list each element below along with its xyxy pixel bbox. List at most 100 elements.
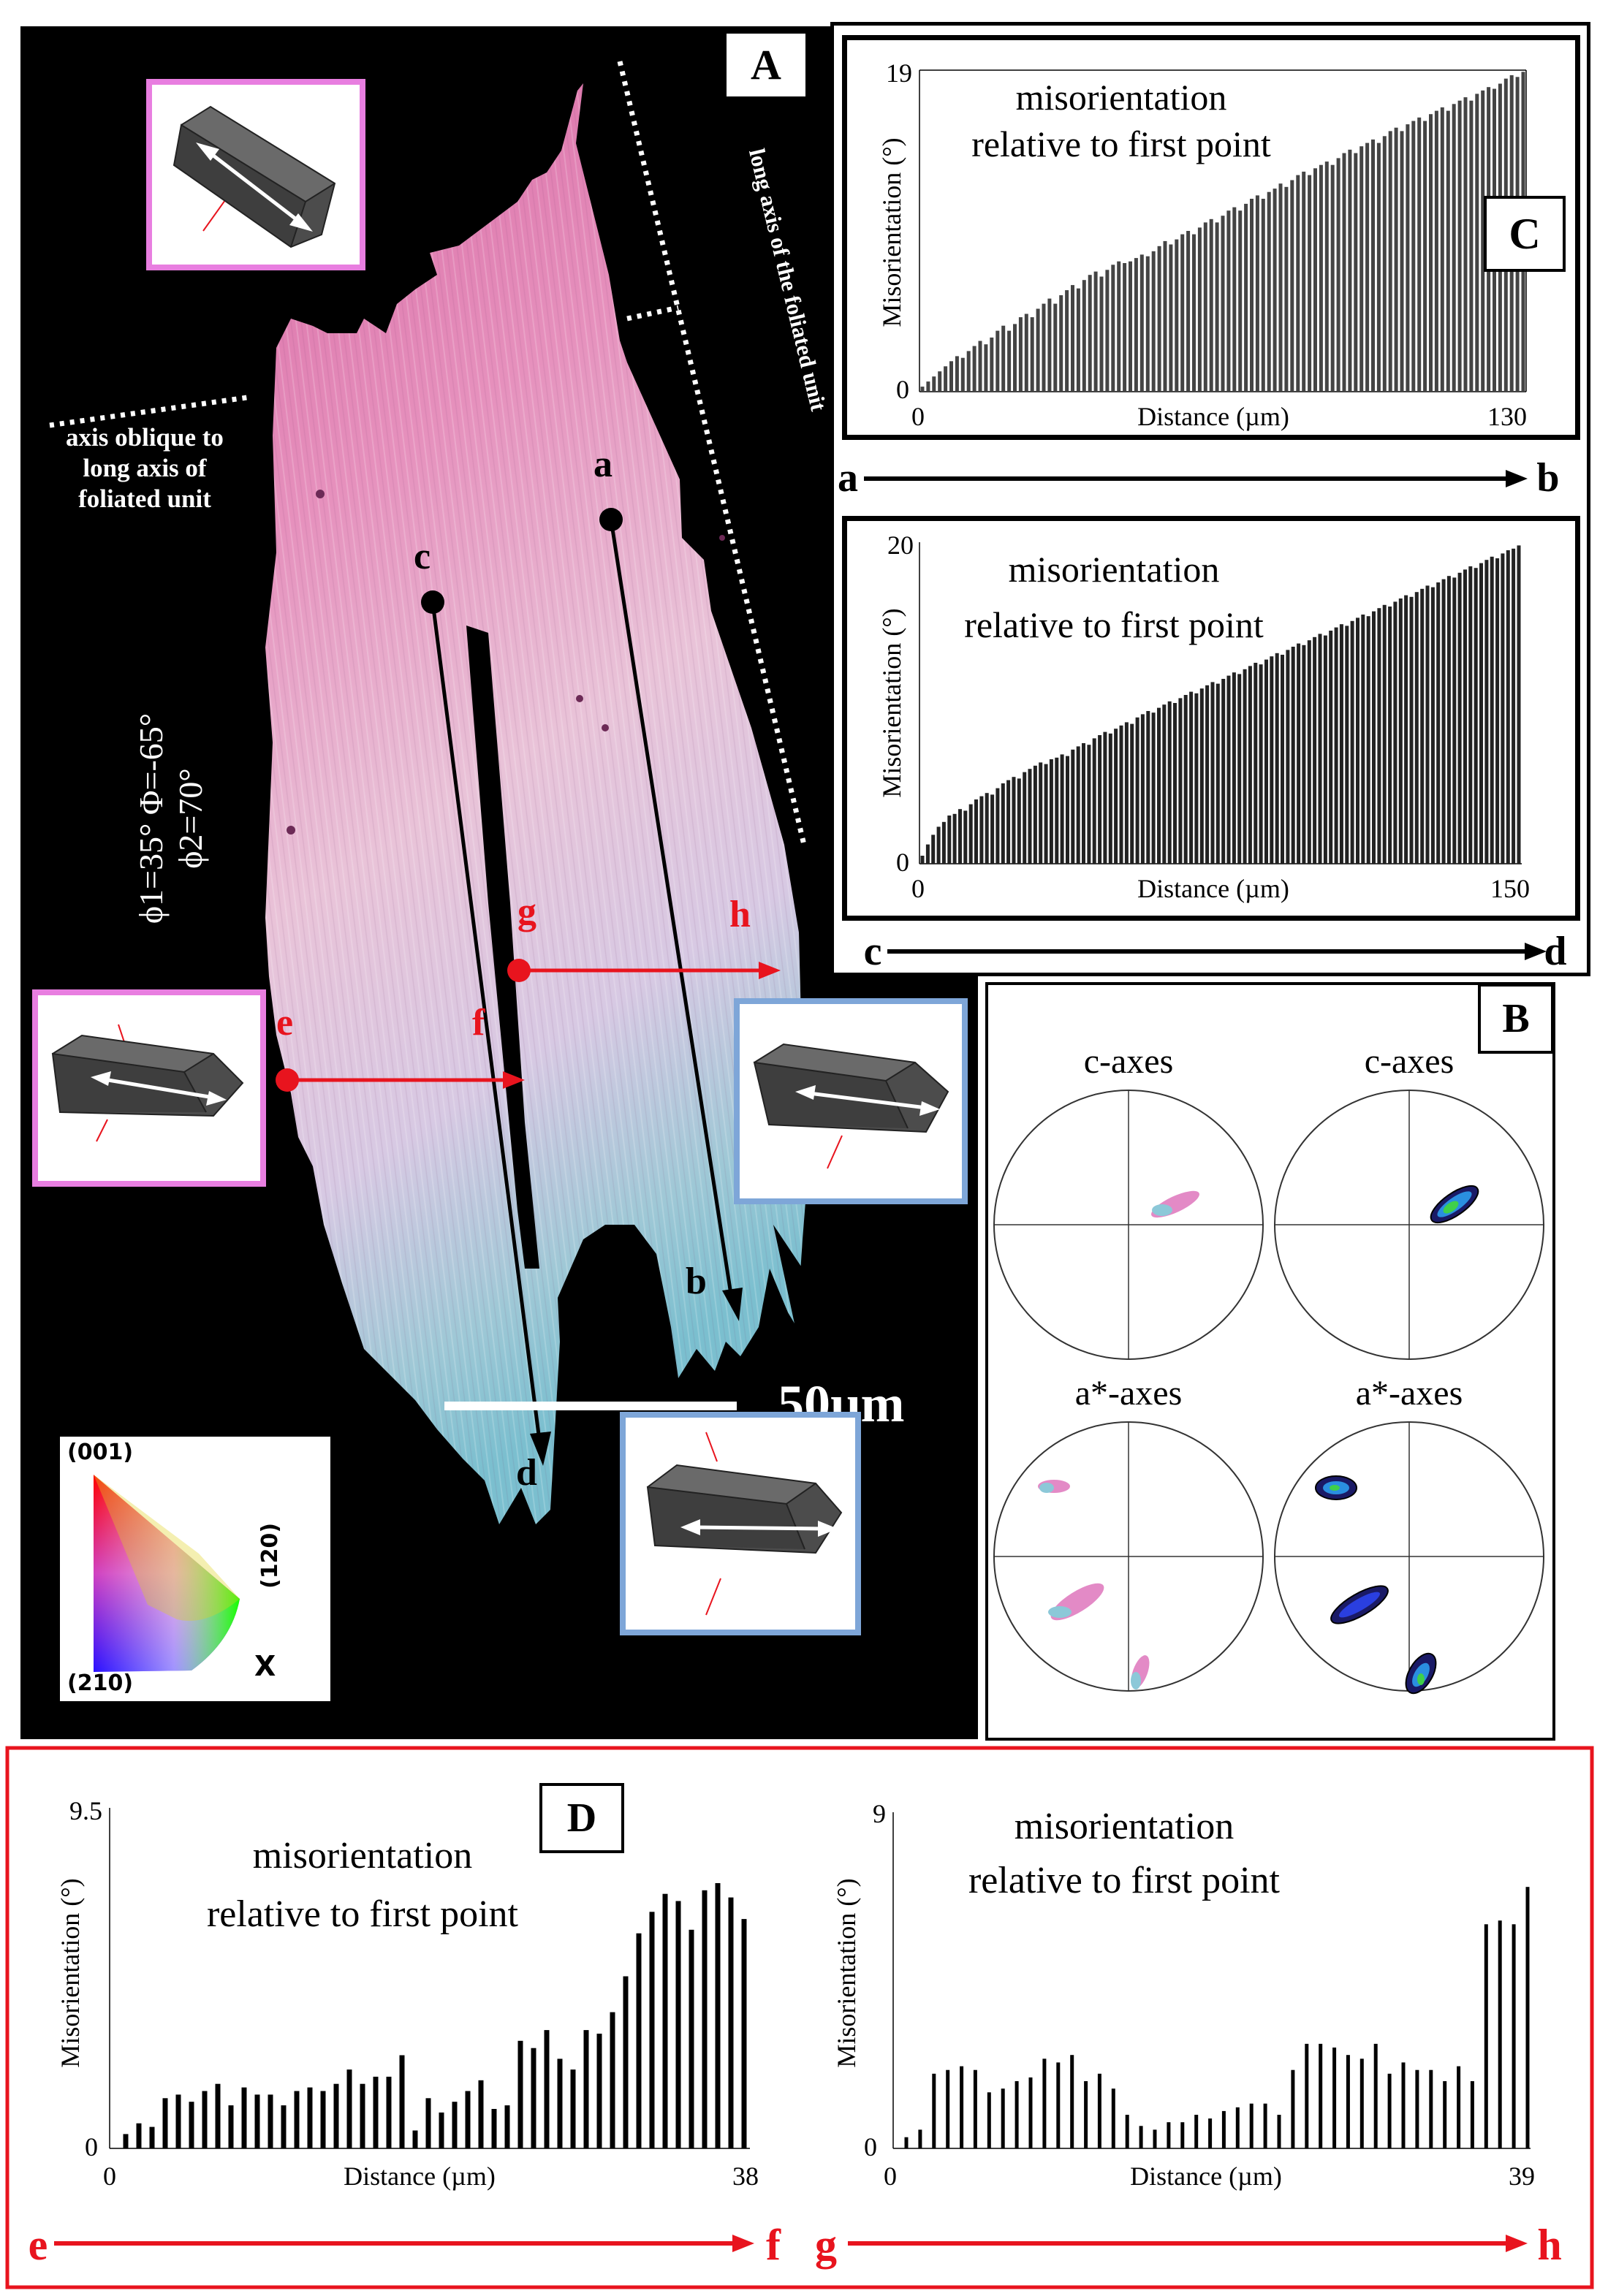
chart-ab-bar [1129,261,1132,392]
chart-cd-bar [1103,731,1107,864]
chart-cd-bar [952,813,957,864]
chart-gh-bar [1484,1924,1488,2148]
point-label-b: b [686,1261,707,1302]
chart-ab-bar [1308,175,1312,392]
chart-cd-bar [1270,656,1274,864]
chart-ef-bar [675,1901,681,2148]
chart-cd-bar [1140,714,1145,864]
arrow-ef-to: f [766,2221,781,2269]
oblique-axis-annotation: axis oblique to long axis of foliated un… [35,422,254,514]
arrow-cd-from: c [864,929,882,974]
chart-cd-bar [1307,640,1311,864]
chart-ab-bar [1359,146,1364,392]
chart-ab-bar [1180,234,1185,392]
chart-cd-bar [1302,645,1306,864]
chart-ab-bar [966,351,971,392]
chart-ab-bar [1105,270,1110,392]
chart-ef-bar [412,2130,418,2148]
chart-gh-bar [1387,2073,1392,2148]
panel-a-label: A [727,34,805,96]
chart-ab-bar [1203,222,1207,392]
oblique-line-3: foliated unit [78,484,211,513]
crystal-inset-bottom [620,1412,861,1635]
chart-cd-bar [1146,711,1150,864]
chart-ef-bar [517,2040,523,2148]
chart-ab-bar [1400,131,1404,392]
chart-ab-bar [1382,136,1387,392]
chart-cd-bar [1232,672,1236,864]
pole-figure-title-1: c-axes [1084,1042,1174,1081]
chart-cd-bar [1361,615,1365,864]
ebsd-map [49,61,814,1524]
chart-cd-bar [1055,757,1059,864]
chart-gh-bar [1525,1887,1530,2148]
arrow-ab: a b [838,455,1560,501]
chart-cd-bar [1457,572,1462,864]
chart-ef-bar [504,2105,510,2148]
chart-ab-bar [1376,142,1381,392]
pole-figure-c-axes-points [993,1090,1264,1360]
chart-cd-bar [1286,650,1290,864]
chart-cd-bar [1345,626,1349,864]
chart-cd-annotation-2: relative to first point [964,604,1264,645]
chart-ab-bar [1232,207,1237,392]
profile-ab [599,508,743,1321]
chart-cd-bar [1173,703,1177,864]
chart-cd-bar [1162,704,1167,864]
chart-ef-bar [741,1919,747,2148]
chart-gh-bar [904,2137,909,2148]
chart-ef-bar [623,1976,629,2148]
chart-ab-xtick-max: 130 [1487,402,1527,431]
pole-figure-a-axes-points [993,1421,1264,1692]
chart-ab-bar [1163,240,1167,392]
chart-cd-bar [1205,685,1210,864]
chart-ab-bar [1238,210,1243,392]
chart-gh-bars [904,1887,1530,2148]
chart-cd-bar [1221,679,1226,864]
chart-ef-bar [465,2091,471,2148]
chart-cd-bar [1098,735,1102,864]
chart-cd-xlabel: Distance (µm) [1137,874,1289,903]
chart-gh-xlabel: Distance (µm) [1130,2162,1282,2191]
chart-ab-bar [1076,288,1080,392]
chart-cd-bar [1420,588,1425,864]
chart-gh-bar [946,2069,950,2148]
panel-d-frame [5,1746,1594,2289]
chart-cd-bar [1254,663,1258,864]
chart-cd-bar [1490,556,1494,864]
chart-ab-bar [1429,114,1433,392]
chart-cd-bar [1436,582,1441,864]
chart-cd-bar [985,793,989,864]
chart-ab-bar [1463,97,1468,392]
panel-c-label: C [1484,196,1566,272]
chart-ef-xtick-min: 0 [103,2162,116,2191]
chart-cd-bar [936,826,941,864]
chart-gh-ytick-max: 9 [873,1799,886,1828]
chart-ef-bar [583,2030,589,2148]
chart-ef-bar [491,2109,497,2148]
chart-cd-bar [1329,631,1333,864]
long-axis-line [617,61,807,845]
chart-ab-bar [1139,254,1144,392]
chart-ab-bar [1192,234,1196,392]
chart-ef: misorientation relative to first point 9… [56,1796,759,2191]
chart-ef-bar [346,2069,352,2148]
chart-gh-bar [1319,2043,1323,2148]
chart-ef-bar [333,2083,339,2148]
chart-ef-annotation-1: misorientation [253,1835,472,1877]
chart-ab-annotation-2: relative to first point [971,123,1271,164]
chart-cd-bar [1130,723,1134,864]
chart-gh-bar [1125,2115,1129,2148]
chart-ab-bar [920,387,925,392]
chart-cd-bar [1060,754,1064,864]
chart-ab-bar [984,344,988,392]
chart-ef-bar [241,2087,247,2148]
chart-ef-bar [662,1893,668,2148]
chart-gh-bar [1028,2077,1033,2148]
chart-cd-bar [1430,587,1435,864]
chart-ef-bar [425,2098,431,2148]
arrow-ab-from: a [838,455,858,501]
chart-gh-ylabel: Misorientation (°) [832,1878,861,2067]
chart-cd-bar [990,794,995,864]
chart-cd-bar [925,844,930,864]
